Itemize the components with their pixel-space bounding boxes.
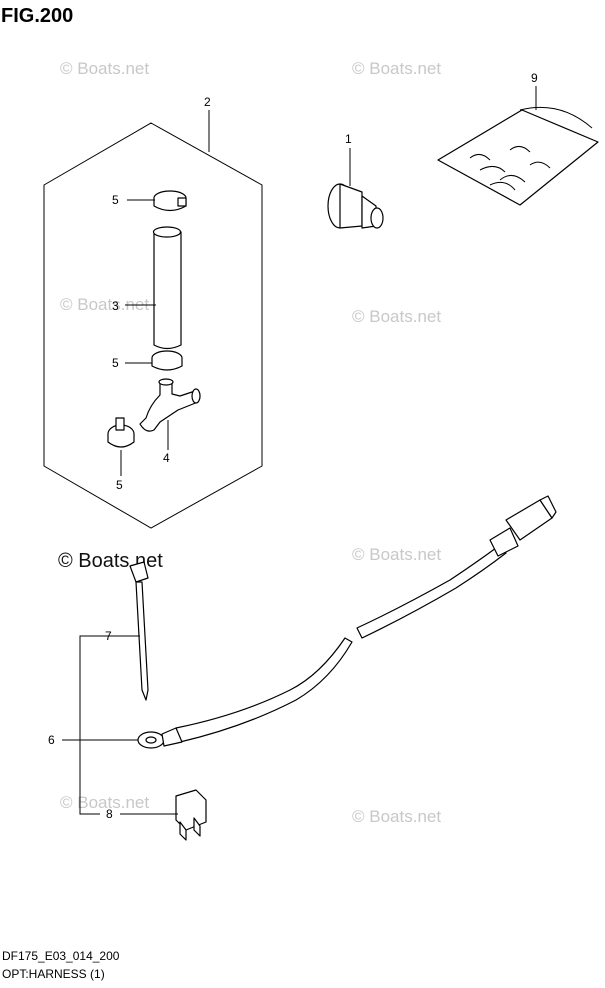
callout-1[interactable]: 1	[345, 132, 352, 146]
callout-2[interactable]: 2	[204, 95, 211, 109]
wiring-harness-part[interactable]	[137, 495, 557, 749]
callout-5a[interactable]: 5	[112, 193, 119, 207]
group-bracket	[79, 635, 100, 815]
callout-3[interactable]: 3	[112, 299, 119, 313]
watermark: © Boats.net	[60, 295, 149, 314]
hose-clamp-part[interactable]	[153, 190, 187, 212]
watermark: © Boats.net	[352, 59, 441, 78]
fuse-part[interactable]	[175, 789, 207, 841]
watermark-dark: © Boats.net	[58, 550, 163, 572]
watermark: © Boats.net	[60, 793, 149, 812]
cable-tie-part[interactable]	[129, 561, 149, 701]
hose-clamp-part[interactable]	[151, 350, 183, 371]
watermark: © Boats.net	[352, 307, 441, 326]
callout-5b[interactable]: 5	[112, 356, 119, 370]
callout-6[interactable]: 6	[48, 733, 55, 747]
callout-7[interactable]: 7	[105, 629, 112, 643]
hose-clamp-part[interactable]	[107, 417, 135, 448]
watermark: © Boats.net	[60, 59, 149, 78]
watermark: © Boats.net	[352, 545, 441, 564]
kit-outline	[43, 122, 263, 529]
model-code: DF175_E03_014_200	[2, 949, 120, 963]
callout-4[interactable]: 4	[163, 451, 170, 465]
section-name: OPT:HARNESS (1)	[2, 967, 105, 981]
callout-8[interactable]: 8	[106, 807, 113, 821]
hose-part[interactable]	[152, 226, 182, 350]
watermark: © Boats.net	[352, 807, 441, 826]
plug-part[interactable]	[327, 183, 384, 229]
callout-5c[interactable]: 5	[116, 478, 123, 492]
callout-9[interactable]: 9	[531, 71, 538, 85]
parts-bag-part[interactable]	[437, 106, 599, 206]
t-joint-part[interactable]	[139, 378, 201, 432]
figure-title: FIG.200	[1, 5, 73, 27]
